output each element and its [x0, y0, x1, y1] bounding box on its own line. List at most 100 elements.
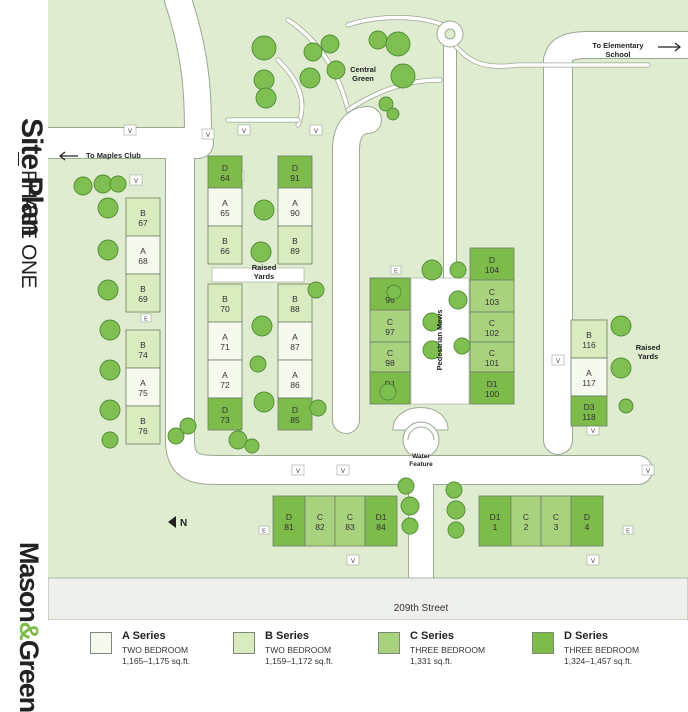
lot-box — [207, 187, 243, 227]
arrow-left-icon — [59, 151, 78, 161]
lot-82[interactable]: C82 — [304, 495, 336, 547]
lot-85[interactable]: D85 — [277, 397, 313, 431]
lot-67[interactable]: B67 — [125, 197, 161, 237]
lot-box — [469, 311, 515, 343]
lot-number: 67 — [138, 218, 148, 228]
label-central-green: Green — [352, 74, 374, 83]
lot-box — [125, 405, 161, 445]
lot-2[interactable]: C2 — [510, 495, 542, 547]
lot-66[interactable]: B66 — [207, 225, 243, 265]
lot-series: D — [292, 405, 298, 415]
tree — [251, 35, 277, 61]
lot-87[interactable]: A87 — [277, 321, 313, 361]
lot-series: B — [222, 294, 228, 304]
lot-91[interactable]: D91 — [277, 155, 313, 189]
north-label: N — [180, 518, 187, 529]
lot-box — [469, 247, 515, 281]
road — [545, 32, 688, 73]
lot-74[interactable]: B74 — [125, 329, 161, 369]
lot-series: B — [222, 236, 228, 246]
lot-76[interactable]: B76 — [125, 405, 161, 445]
lot-73[interactable]: D73 — [207, 397, 243, 431]
lot-83[interactable]: C83 — [334, 495, 366, 547]
parking-spot — [586, 554, 600, 566]
lot-64[interactable]: D64 — [207, 155, 243, 189]
lot-box — [277, 155, 313, 189]
209th-street — [47, 577, 688, 621]
parking-label: V — [134, 179, 138, 185]
label-to-elementary-school: School — [605, 50, 630, 59]
lot-box — [277, 397, 313, 431]
lot-71[interactable]: A71 — [207, 321, 243, 361]
tree — [390, 63, 416, 89]
tree — [253, 69, 275, 91]
legend-series-name: D Series — [564, 630, 609, 642]
lot-90[interactable]: A90 — [277, 187, 313, 227]
lot-box — [540, 495, 572, 547]
lot-box — [125, 367, 161, 407]
brand-amp: & — [14, 621, 44, 640]
lot-number: 102 — [485, 328, 499, 338]
lot-4[interactable]: D4 — [570, 495, 604, 547]
lot-89[interactable]: B89 — [277, 225, 313, 265]
lot-box — [207, 283, 243, 323]
legend-swatch — [233, 632, 255, 654]
lot-97[interactable]: C97 — [369, 309, 411, 343]
lot-86[interactable]: A86 — [277, 359, 313, 399]
lot-number: 69 — [138, 294, 148, 304]
lot-number: 72 — [220, 380, 230, 390]
title-divider — [18, 152, 19, 166]
raised-yard-path — [211, 267, 305, 283]
lot-box — [570, 319, 608, 359]
tree — [99, 359, 121, 381]
brand-part1: Mason — [14, 542, 44, 622]
tree — [97, 197, 119, 219]
tree — [320, 34, 340, 54]
entry-label: E — [394, 269, 398, 275]
legend-bedrooms: TWO BEDROOM — [265, 645, 332, 655]
tree — [253, 391, 275, 413]
lot-69[interactable]: B69 — [125, 273, 161, 313]
lot-box — [369, 309, 411, 343]
lot-3[interactable]: C3 — [540, 495, 572, 547]
lot-75[interactable]: A75 — [125, 367, 161, 407]
tree — [228, 430, 248, 450]
road — [333, 107, 381, 163]
tree — [249, 355, 267, 373]
lot-series: A — [222, 332, 228, 342]
lot-1[interactable]: D11 — [478, 495, 512, 547]
legend-series-name: A Series — [122, 630, 166, 642]
lot-number: 82 — [315, 522, 325, 532]
lot-series: C — [523, 512, 529, 522]
lot-98[interactable]: C98 — [369, 341, 411, 373]
lot-88[interactable]: B88 — [277, 283, 313, 323]
lot-series: D — [286, 512, 292, 522]
tree — [610, 357, 632, 379]
lot-81[interactable]: D81 — [272, 495, 306, 547]
lot-number: 98 — [385, 358, 395, 368]
lot-box — [478, 495, 512, 547]
tree — [447, 521, 465, 539]
lot-series: D — [489, 255, 495, 265]
lot-box — [369, 341, 411, 373]
lot-72[interactable]: A72 — [207, 359, 243, 399]
walkway — [346, 78, 442, 112]
parking-label: V — [242, 129, 246, 135]
tree — [326, 60, 346, 80]
lot-65[interactable]: A65 — [207, 187, 243, 227]
lot-68[interactable]: A68 — [125, 235, 161, 275]
lot-number: 2 — [524, 522, 529, 532]
entry-label: E — [144, 317, 148, 323]
tree — [386, 107, 400, 121]
tree — [179, 417, 197, 435]
lot-70[interactable]: B70 — [207, 283, 243, 323]
